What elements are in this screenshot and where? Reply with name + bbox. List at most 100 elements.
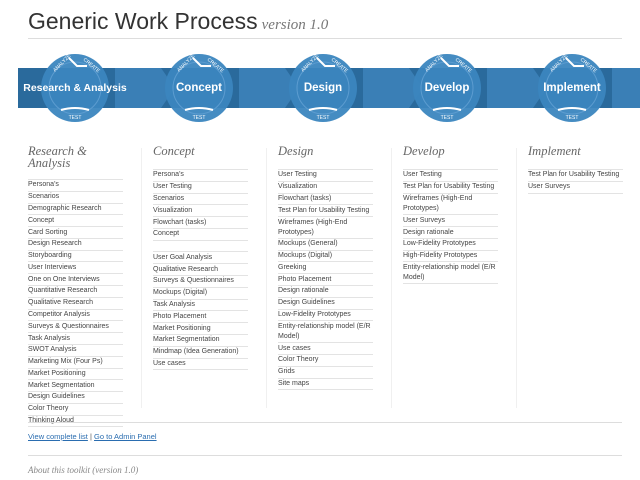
method-item[interactable]: Market Positioning <box>153 323 248 335</box>
method-item[interactable]: Color Theory <box>28 404 123 416</box>
method-item[interactable]: Color Theory <box>278 355 373 367</box>
stage-label[interactable]: Develop <box>425 82 470 94</box>
method-item[interactable]: User Interviews <box>28 262 123 275</box>
method-item[interactable]: Scenarios <box>153 194 248 206</box>
footer-links: View complete list | Go to Admin Panel <box>28 432 157 441</box>
method-item[interactable]: Quantitative Research <box>28 286 123 298</box>
method-item[interactable]: Design Guidelines <box>278 298 373 310</box>
method-item[interactable]: Design Guidelines <box>28 392 123 404</box>
stage-circle-icon <box>538 54 606 122</box>
method-item[interactable]: User Testing <box>403 170 498 182</box>
method-item[interactable]: Thinking Aloud <box>28 416 123 428</box>
ring-label-test: TEST <box>317 115 330 121</box>
method-item[interactable]: User Surveys <box>528 182 623 194</box>
method-item[interactable]: Mockups (Digital) <box>278 251 373 263</box>
method-item[interactable]: User Testing <box>153 182 248 194</box>
method-item[interactable]: Card Sorting <box>28 227 123 239</box>
column-title: Implement <box>528 144 581 158</box>
admin-panel-link[interactable]: Go to Admin Panel <box>94 432 157 441</box>
method-item[interactable]: Grids <box>278 367 373 379</box>
about-toolkit[interactable]: About this toolkit (version 1.0) <box>28 465 139 475</box>
method-item[interactable]: User Goal Analysis <box>153 252 248 265</box>
method-item[interactable]: Market Segmentation <box>153 335 248 347</box>
cycle-arrow-icon <box>60 107 90 111</box>
method-item[interactable]: Visualization <box>153 205 248 218</box>
method-item[interactable]: Test Plan for Usability Testing <box>403 182 498 194</box>
method-item[interactable]: Entity-relationship model (E/R Model) <box>278 321 373 344</box>
method-item[interactable]: Greeking <box>278 262 373 275</box>
method-item[interactable]: Use cases <box>278 343 373 355</box>
method-item[interactable]: Qualitative Research <box>153 264 248 277</box>
stage-label[interactable]: Implement <box>543 82 601 94</box>
method-item[interactable]: Storyboarding <box>28 251 123 263</box>
method-item[interactable]: Flowchart (tasks) <box>153 217 248 229</box>
view-complete-list-link[interactable]: View complete list <box>28 432 88 441</box>
method-item[interactable]: Mindmap (Idea Generation) <box>153 347 248 359</box>
method-item[interactable]: Design rationale <box>403 227 498 239</box>
method-item[interactable]: Test Plan for Usability Testing <box>528 170 623 182</box>
method-item[interactable]: Design Research <box>28 239 123 251</box>
method-item[interactable]: User Testing <box>278 170 373 182</box>
stage-label[interactable]: Design <box>304 82 342 94</box>
method-item[interactable]: Use cases <box>153 359 248 371</box>
column-title: Concept <box>153 144 195 158</box>
method-item[interactable]: One on One Interviews <box>28 274 123 287</box>
method-item[interactable]: SWOT Analysis <box>28 345 123 357</box>
method-item[interactable]: Entity-relationship model (E/R Model) <box>403 262 498 285</box>
method-item[interactable]: Persona's <box>153 170 248 182</box>
stage-ring-icon <box>48 61 102 115</box>
stage-label[interactable]: Research & Analysis <box>23 82 127 94</box>
divider <box>28 455 622 456</box>
method-item[interactable]: Concept <box>28 215 123 228</box>
chevron-arrow-icon <box>115 68 175 108</box>
method-item[interactable]: Surveys & Questionnaires <box>28 321 123 334</box>
method-item[interactable]: Design rationale <box>278 286 373 298</box>
method-item[interactable]: High-Fidelity Prototypes <box>403 251 498 263</box>
title-text: Generic Work Process <box>28 8 258 34</box>
chevron-arrow-icon <box>487 68 547 108</box>
method-item[interactable]: Site maps <box>278 379 373 391</box>
method-item[interactable]: Low-Fidelity Prototypes <box>278 310 373 322</box>
method-item[interactable]: Mockups (General) <box>278 239 373 251</box>
method-item[interactable]: User Surveys <box>403 215 498 228</box>
method-item[interactable]: Demographic Research <box>28 204 123 216</box>
stage-ring-icon <box>545 61 599 115</box>
divider <box>28 38 622 39</box>
method-item[interactable]: Competitor Analysis <box>28 310 123 322</box>
method-item[interactable]: Persona's <box>28 180 123 192</box>
chevron-arrow-icon <box>363 68 423 108</box>
method-item[interactable]: Test Plan for Usability Testing <box>278 205 373 218</box>
column-separator <box>266 148 267 408</box>
method-item[interactable]: Task Analysis <box>153 300 248 312</box>
divider <box>28 422 622 423</box>
stage-label[interactable]: Concept <box>176 82 222 94</box>
cycle-arrow-icon <box>432 107 462 111</box>
method-item[interactable]: Market Segmentation <box>28 380 123 393</box>
method-item[interactable]: Surveys & Questionnaires <box>153 276 248 288</box>
method-item[interactable]: Low-Fidelity Prototypes <box>403 239 498 251</box>
method-item[interactable]: Photo Placement <box>278 274 373 287</box>
method-item[interactable]: Market Positioning <box>28 369 123 381</box>
column-separator <box>141 148 142 408</box>
method-item[interactable]: Task Analysis <box>28 333 123 345</box>
method-item[interactable]: Concept <box>153 229 248 241</box>
chevron-arrow-icon <box>239 68 299 108</box>
column-title: Develop <box>403 144 445 158</box>
method-item[interactable]: Flowchart (tasks) <box>278 194 373 206</box>
method-item[interactable]: Wireframes (High-End Prototypes) <box>278 217 373 239</box>
method-item[interactable]: Scenarios <box>28 192 123 204</box>
method-item[interactable]: Mockups (Digital) <box>153 288 248 300</box>
cycle-arrow-icon <box>440 57 459 67</box>
method-item[interactable]: Wireframes (High-End Prototypes) <box>403 194 498 216</box>
method-item[interactable]: Marketing Mix (Four Ps) <box>28 357 123 369</box>
method-item[interactable]: Visualization <box>278 182 373 194</box>
method-item[interactable]: Qualitative Research <box>28 298 123 310</box>
method-item[interactable]: Photo Placement <box>153 311 248 324</box>
